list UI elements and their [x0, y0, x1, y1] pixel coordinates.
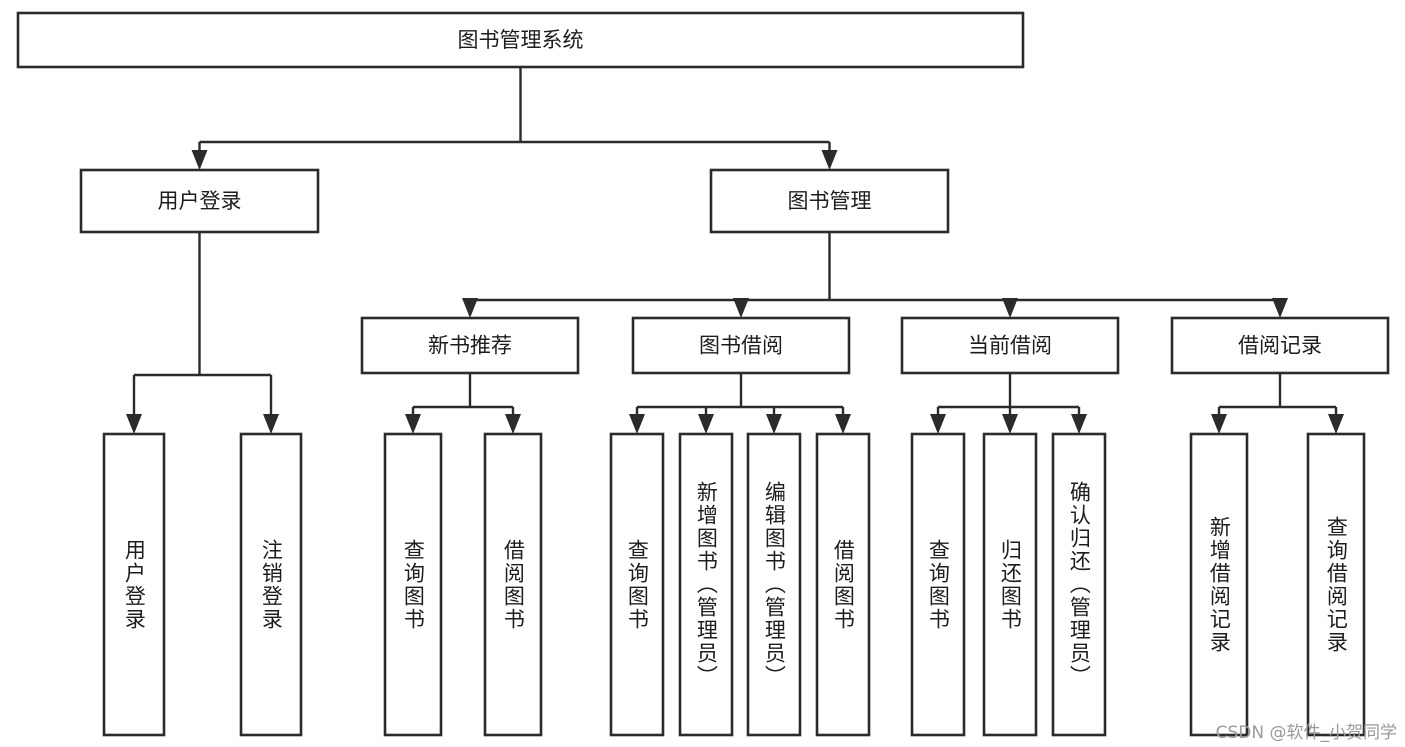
- leaf-node-3[interactable]: [483, 432, 543, 737]
- watermark-text: CSDN @软件_小贺同学: [1215, 723, 1397, 743]
- arrow-head-icon-leaf-2: [405, 414, 421, 434]
- node-level2-2[interactable]: [900, 316, 1120, 375]
- node-level2-label-2: 当前借阅: [968, 334, 1052, 358]
- arrow-head-icon-level2-3: [1272, 298, 1288, 318]
- leaf-node-11[interactable]: [1189, 432, 1249, 737]
- arrow-head-icon-level2-2: [1002, 298, 1018, 318]
- arrow-head-icon-level2-0: [462, 298, 478, 318]
- arrow-head-icon-leaf-6: [766, 414, 782, 434]
- leaf-node-4[interactable]: [609, 432, 665, 737]
- arrow-head-icon-leaf-11: [1211, 414, 1227, 434]
- leaf-node-1[interactable]: [239, 432, 303, 737]
- nodes-layer: [16, 11, 1390, 737]
- arrow-head-icon-level1-0: [191, 150, 208, 170]
- leaf-node-0[interactable]: [102, 432, 166, 737]
- node-root-0[interactable]: [16, 11, 1025, 69]
- node-level1-label-1: 图书管理: [788, 189, 872, 213]
- node-level2-label-1: 图书借阅: [699, 334, 783, 358]
- node-level1-label-0: 用户登录: [158, 189, 242, 213]
- arrow-head-icon-leaf-5: [698, 414, 714, 434]
- leaf-node-8[interactable]: [910, 432, 966, 737]
- arrow-head-icon-leaf-8: [930, 414, 946, 434]
- arrow-head-icon-leaf-0: [126, 414, 142, 434]
- leaf-node-5[interactable]: [678, 432, 734, 737]
- arrow-head-icon-leaf-10: [1071, 414, 1087, 434]
- arrow-head-icon-leaf-9: [1002, 414, 1018, 434]
- node-level2-0[interactable]: [360, 316, 580, 375]
- leaf-node-6[interactable]: [746, 432, 802, 737]
- connectors-layer: [126, 67, 1344, 434]
- node-root-label-0: 图书管理系统: [458, 28, 584, 52]
- node-level2-label-3: 借阅记录: [1238, 334, 1322, 358]
- arrow-head-icon-leaf-3: [505, 414, 521, 434]
- leaf-node-12[interactable]: [1306, 432, 1366, 737]
- node-level1-0[interactable]: [79, 168, 320, 234]
- arrow-head-icon-leaf-7: [835, 414, 851, 434]
- leaf-node-2[interactable]: [383, 432, 443, 737]
- arrow-head-icon-leaf-4: [629, 414, 645, 434]
- arrow-head-icon-leaf-12: [1328, 414, 1344, 434]
- node-level2-3[interactable]: [1170, 316, 1390, 375]
- arrow-head-icon-level2-1: [733, 298, 749, 318]
- node-level2-1[interactable]: [631, 316, 851, 375]
- leaf-node-10[interactable]: [1051, 432, 1107, 737]
- leaf-node-7[interactable]: [815, 432, 871, 737]
- leaf-node-9[interactable]: [982, 432, 1038, 737]
- arrow-head-icon-level1-1: [821, 150, 838, 170]
- arrow-head-icon-leaf-1: [263, 414, 279, 434]
- node-level1-1[interactable]: [709, 168, 950, 234]
- node-level2-label-0: 新书推荐: [428, 334, 512, 358]
